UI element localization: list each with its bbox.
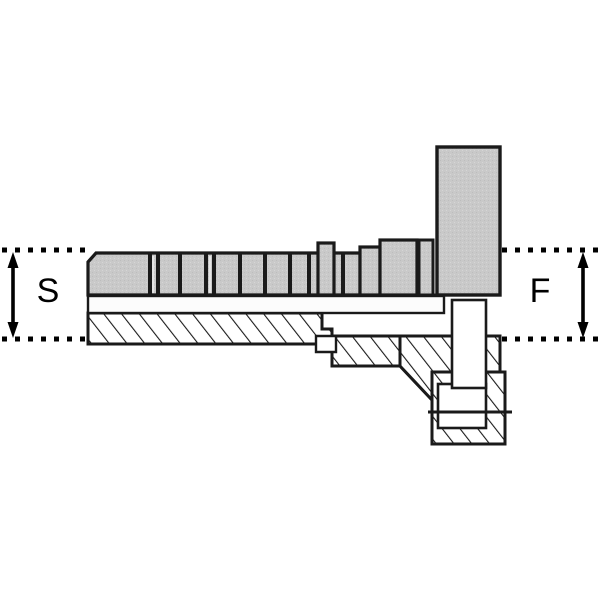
stem-highlights — [152, 256, 211, 293]
flange-vertical-bore — [450, 298, 488, 390]
dimension-label-S: S — [37, 272, 60, 310]
stem-upper-group — [86, 145, 502, 297]
boss-inner-bore — [436, 382, 488, 430]
shoulder-step-3 — [316, 241, 336, 297]
sectioned-body-group — [86, 294, 507, 446]
dimension-arrow-S — [7, 252, 19, 338]
stem-serrations — [148, 254, 345, 295]
flange-collar — [417, 238, 435, 297]
flange-plate — [435, 145, 502, 297]
dimension-label-F: F — [530, 272, 551, 310]
shoulder-step-1 — [358, 245, 382, 297]
stem-step-detail — [314, 334, 338, 354]
dimension-arrow-F — [577, 252, 589, 338]
stem-bore-passage — [86, 294, 446, 315]
shoulder-step-2 — [378, 238, 419, 297]
dimension-extension-lines — [2, 247, 598, 342]
